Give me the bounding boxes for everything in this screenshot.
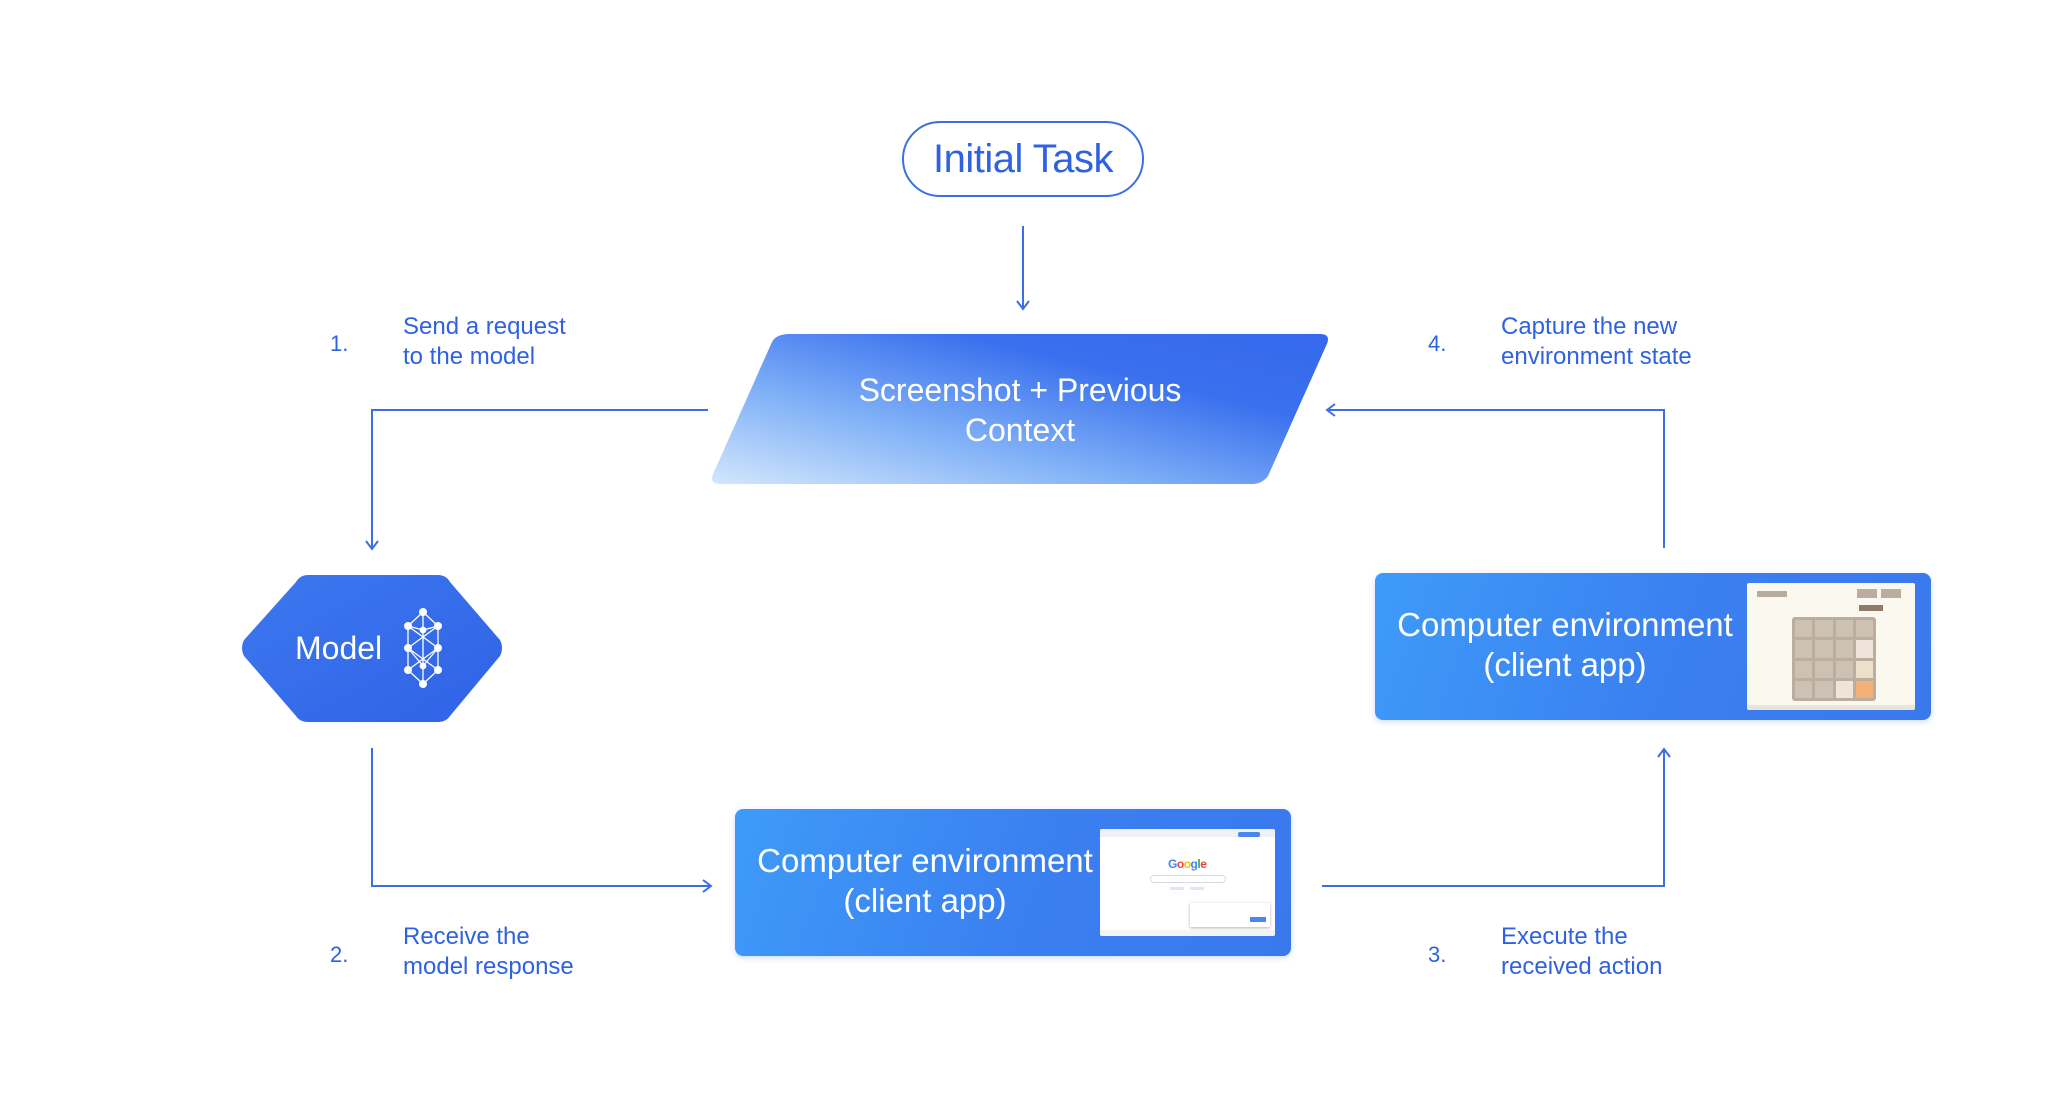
step-4-number: 4. — [1428, 331, 1447, 356]
initial-task-node: Initial Task — [902, 121, 1144, 197]
step-3-number: 3. — [1428, 942, 1447, 967]
context-parallelogram — [712, 334, 1328, 484]
step-1-text: Send a request to the model — [403, 312, 663, 372]
step-1-line1: Send a request — [403, 313, 566, 340]
context-line1: Screenshot + Previous — [858, 372, 1182, 408]
step-2-number: 2. — [330, 942, 349, 967]
env-right-line1: Computer environment — [1397, 606, 1733, 643]
step-4-text: Capture the new environment state — [1501, 312, 1761, 372]
env-node-bottom: Computer environment (client app) Google — [735, 809, 1291, 956]
google-search-screenshot: Google — [1100, 829, 1275, 936]
neural-network-icon — [403, 607, 442, 688]
step-3-line2: received action — [1501, 953, 1663, 980]
env-right-line2: (client app) — [1483, 646, 1647, 683]
env-bottom-line2: (client app) — [843, 882, 1007, 919]
env-right-label: Computer environment (client app) — [1395, 605, 1735, 685]
step-3-line1: Execute the — [1501, 923, 1628, 950]
step-2-line2: model response — [403, 953, 574, 980]
step-4-line1: Capture the new — [1501, 313, 1678, 340]
arrow-task-to-context — [1016, 226, 1030, 311]
step-2-text: Receive the model response — [403, 922, 663, 982]
env-bottom-line1: Computer environment — [757, 842, 1093, 879]
step-1-number: 1. — [330, 331, 349, 356]
context-line2: Context — [964, 412, 1076, 448]
step-2-line1: Receive the — [403, 923, 530, 950]
2048-game-screenshot — [1747, 583, 1915, 710]
arrow-env-to-context — [1325, 403, 1665, 548]
arrow-env-to-env — [1322, 747, 1671, 887]
context-node-label: Screenshot + Previous Context — [740, 335, 1300, 485]
model-hexagon — [242, 575, 502, 722]
env-bottom-label: Computer environment (client app) — [755, 841, 1095, 921]
step-1-line2: to the model — [403, 343, 536, 370]
env-node-right: Computer environment (client app) — [1375, 573, 1931, 720]
initial-task-label: Initial Task — [932, 136, 1114, 181]
model-label: Model — [295, 630, 383, 666]
arrow-model-to-env — [371, 748, 713, 893]
step-4-line2: environment state — [1501, 343, 1692, 370]
arrow-context-to-model — [365, 409, 708, 551]
step-3-text: Execute the received action — [1501, 922, 1761, 982]
